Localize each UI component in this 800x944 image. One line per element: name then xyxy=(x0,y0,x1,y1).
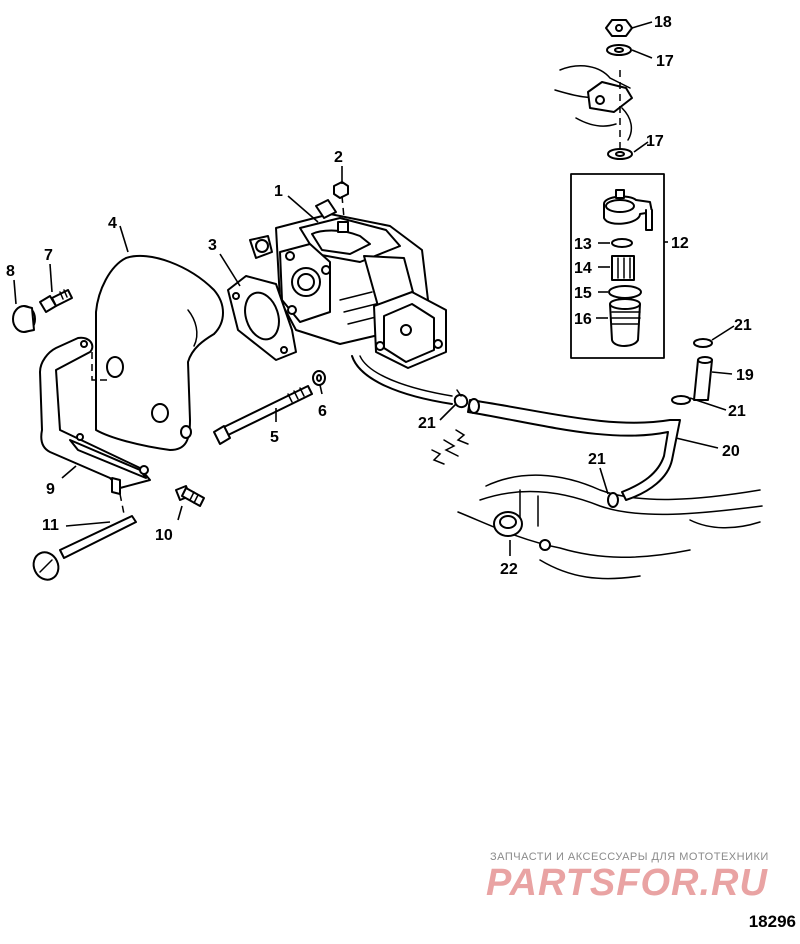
gasket-3 xyxy=(227,275,297,361)
leader-lines xyxy=(13,21,735,556)
callout-1: 1 xyxy=(274,183,283,200)
callout-6: 6 xyxy=(318,403,327,420)
callout-21-c: 21 xyxy=(728,403,746,420)
callout-4: 4 xyxy=(108,215,117,232)
callout-13: 13 xyxy=(574,236,592,253)
clamp-21-b xyxy=(693,338,713,348)
callout-numbers: 1 2 3 4 5 6 7 8 9 10 11 12 13 14 15 16 1… xyxy=(6,14,754,578)
washer-17-top xyxy=(606,44,632,56)
silencer-cover-4 xyxy=(95,254,224,451)
callout-21-a: 21 xyxy=(418,415,436,432)
callout-18: 18 xyxy=(654,14,672,31)
callout-12: 12 xyxy=(671,235,689,252)
callout-7: 7 xyxy=(44,247,53,264)
mounting-bracket-outline xyxy=(554,65,633,148)
choke-knob-11 xyxy=(32,493,137,581)
engine-block-outline xyxy=(431,429,763,580)
callout-22: 22 xyxy=(500,561,518,578)
knob-8 xyxy=(12,305,36,333)
carburetor-1 xyxy=(249,199,447,369)
bolt-5 xyxy=(213,385,313,445)
callout-21-b: 21 xyxy=(734,317,752,334)
grommet-22 xyxy=(493,511,523,537)
watermark-subtitle: ЗАПЧАСТИ И АКСЕССУАРЫ ДЛЯ МОТОТЕХНИКИ xyxy=(490,851,769,863)
figure-id: 18296 xyxy=(748,912,796,931)
watermark-logo: PARTSFOR.RU xyxy=(486,862,768,904)
fitting-10 xyxy=(175,485,205,507)
callout-11: 11 xyxy=(42,517,59,534)
screw-2 xyxy=(333,181,349,219)
callout-16: 16 xyxy=(574,311,592,328)
fuel-hose-20 xyxy=(467,398,681,501)
callout-2: 2 xyxy=(334,149,343,166)
washer-17-bottom xyxy=(607,148,633,160)
callout-14: 14 xyxy=(574,260,592,277)
fuel-filter-assembly-box xyxy=(570,173,665,359)
fuel-hose-19 xyxy=(693,356,713,401)
screw-7 xyxy=(39,289,73,313)
callout-15: 15 xyxy=(574,285,592,302)
callout-10: 10 xyxy=(155,527,173,544)
callout-17-bottom: 17 xyxy=(646,133,664,150)
callout-9: 9 xyxy=(46,481,55,498)
clamp-21-a xyxy=(453,389,469,408)
callout-3: 3 xyxy=(208,237,217,254)
washer-6 xyxy=(312,370,326,386)
callout-17-top: 17 xyxy=(656,53,674,70)
callout-20: 20 xyxy=(722,443,740,460)
nut-18 xyxy=(605,19,633,37)
callout-19: 19 xyxy=(736,367,754,384)
bracket-9 xyxy=(39,336,151,495)
callout-21-d: 21 xyxy=(588,451,606,468)
clamp-21-c xyxy=(671,395,691,405)
clamp-21-d xyxy=(607,492,619,508)
callout-8: 8 xyxy=(6,263,15,280)
callout-5: 5 xyxy=(270,429,279,446)
